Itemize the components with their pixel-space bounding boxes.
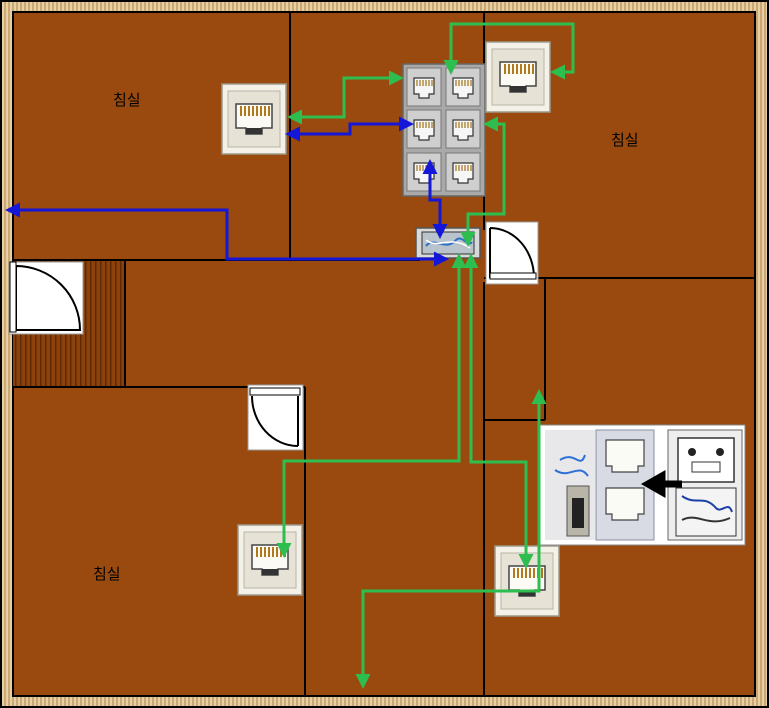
door-swing-icon — [8, 261, 84, 335]
arrow-icon — [640, 469, 682, 499]
rj45-wall-outlet-icon — [485, 41, 551, 113]
room-label-bedroom-3: 침실 — [93, 565, 121, 583]
outlet-wiring-detail — [539, 424, 746, 546]
room-label-bedroom-2: 침실 — [611, 131, 639, 149]
room-label-bedroom-1: 침실 — [113, 91, 141, 109]
rj45-wall-outlet-icon — [221, 83, 287, 155]
door-swing-icon — [485, 221, 539, 285]
blue-cable-routes — [4, 116, 449, 267]
network-patch-panel-icon — [402, 63, 486, 197]
rj45-wall-outlet-icon — [237, 524, 303, 596]
cable-junction-box-icon — [415, 227, 481, 259]
green-cable-routes — [276, 22, 575, 689]
door-swing-icon — [247, 384, 304, 451]
